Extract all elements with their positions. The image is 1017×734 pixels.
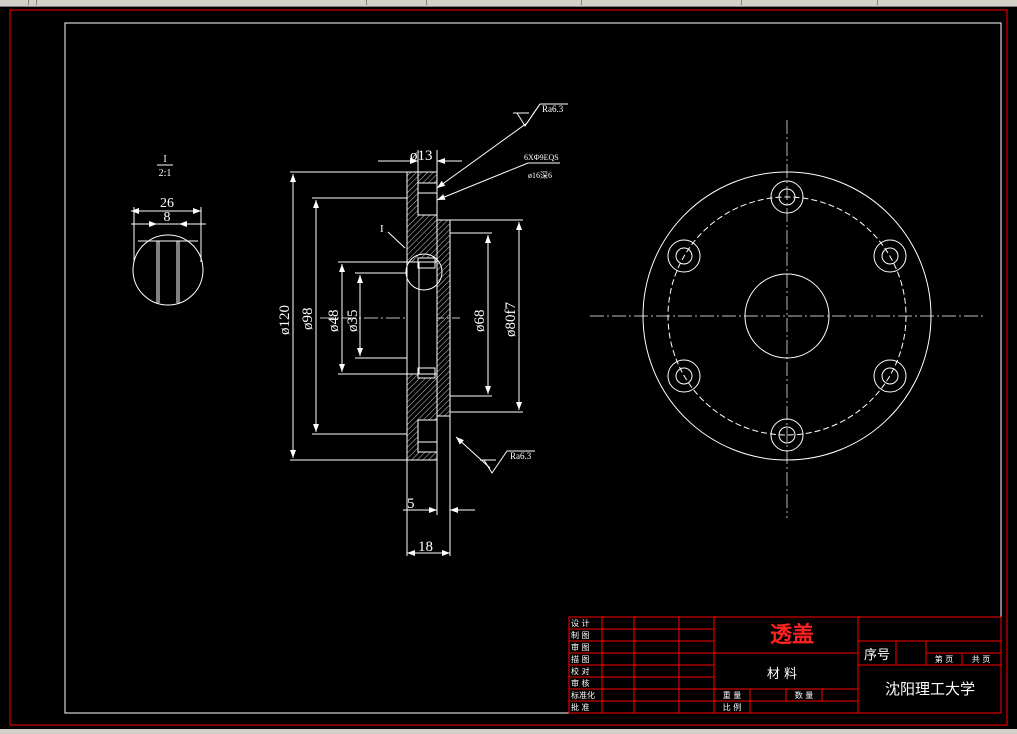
front-view <box>590 120 984 518</box>
status-strip <box>0 729 1017 734</box>
role-7: 批 准 <box>571 702 590 712</box>
serial-label: 序号 <box>864 648 890 663</box>
dim-d98: ø98 <box>300 308 316 331</box>
toolbar-strip <box>0 0 1017 7</box>
role-2: 审 图 <box>571 642 590 652</box>
dim-d68: ø68 <box>472 310 488 333</box>
role-1: 制 图 <box>571 630 590 640</box>
dim-d48: ø48 <box>326 310 342 333</box>
title-block-text: 设 计 制 图 审 图 描 图 校 对 审 核 标准化 批 准 透盖 材 料 重… <box>571 618 990 712</box>
role-6: 标准化 <box>571 690 595 700</box>
hole-note-2: ø16深6 <box>528 171 552 180</box>
total-label: 共 页 <box>972 655 991 664</box>
quantity-label: 数 量 <box>795 690 814 700</box>
roughness-bottom: Ra6.3 <box>510 451 532 461</box>
sheet-label: 第 页 <box>935 654 954 664</box>
role-5: 审 核 <box>571 678 590 688</box>
university-name: 沈阳理工大学 <box>885 680 975 698</box>
hole-note-1: 6XΦ9EQS <box>524 153 559 162</box>
detail-view-scale: 2:1 <box>159 168 172 179</box>
detail-dim-inner: 8 <box>164 210 171 225</box>
scale-label: 比 例 <box>723 702 742 712</box>
dim-d35: ø35 <box>345 310 361 333</box>
dim-w18: 18 <box>418 539 433 555</box>
weight-label: 重 量 <box>723 690 742 700</box>
section-view-dims: ø13 ø120 ø98 ø48 ø35 ø68 ø80f7 5 18 I Ra… <box>277 104 564 555</box>
roughness-top: Ra6.3 <box>542 104 564 114</box>
part-name: 透盖 <box>770 622 814 648</box>
detail-view-label: I <box>163 154 166 165</box>
sheet-border <box>9 9 1008 726</box>
material-label: 材 料 <box>767 667 797 682</box>
role-0: 设 计 <box>571 618 590 628</box>
role-3: 描 图 <box>571 654 590 664</box>
detail-dim-outer: 26 <box>160 196 174 211</box>
section-view <box>290 103 568 556</box>
title-block <box>568 616 1002 714</box>
dim-d80f7: ø80f7 <box>503 302 519 337</box>
dim-d13: ø13 <box>410 148 433 164</box>
bolt-holes <box>667 180 907 452</box>
detail-marker: I <box>380 223 384 235</box>
dim-d120: ø120 <box>277 305 293 335</box>
cad-drawing-canvas[interactable]: I 2:1 26 8 <box>0 6 1017 729</box>
detail-view: I 2:1 26 8 <box>131 154 206 306</box>
dim-w5: 5 <box>407 496 415 512</box>
role-4: 校 对 <box>571 666 590 676</box>
